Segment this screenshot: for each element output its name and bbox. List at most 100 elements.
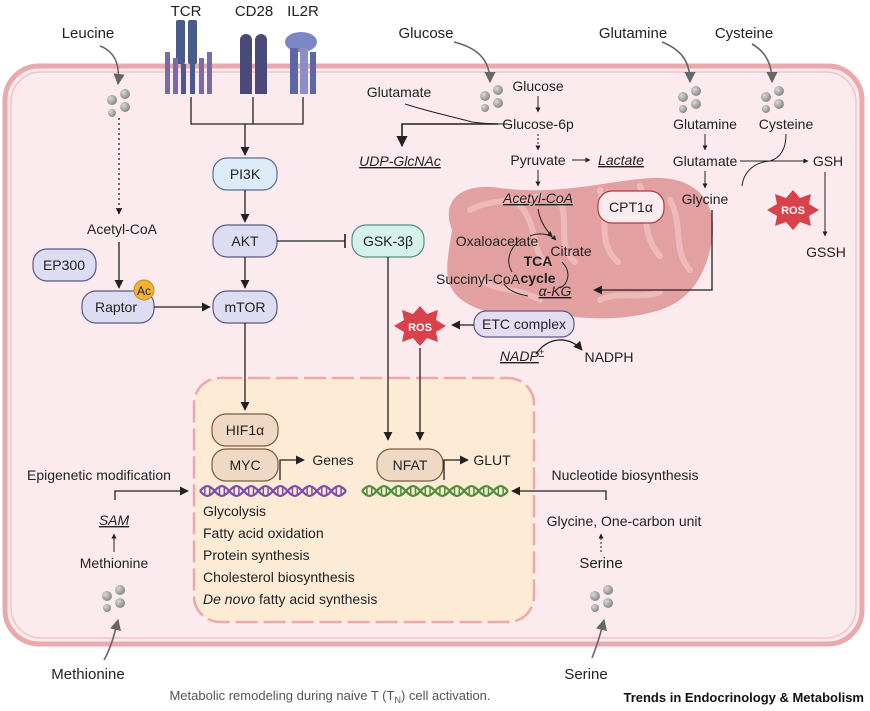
acetylcoa-left-label: Acetyl-CoA [87, 221, 158, 237]
nucleotide-label: Nucleotide biosynthesis [551, 467, 698, 483]
svg-text:mTOR: mTOR [225, 299, 266, 315]
serine-input-label: Serine [564, 666, 607, 683]
arrow-nucleotide-dna [511, 486, 607, 500]
methionine-molecules-icon [102, 585, 125, 612]
svg-text:GSK-3β: GSK-3β [363, 233, 413, 249]
akt-node: AKT [212, 224, 278, 258]
tcr-receptor-icon [165, 20, 212, 94]
process-item: Protein synthesis [203, 547, 310, 563]
ros-mito-icon: ROS [394, 306, 446, 346]
gssh-label: GSSH [806, 244, 846, 260]
arrow-myc-genes [279, 455, 305, 480]
dna-green-icon [361, 484, 509, 498]
svg-text:Raptor: Raptor [95, 299, 137, 315]
citrate-label: Citrate [550, 243, 591, 259]
acetylcoa-right-label: Acetyl-CoA [502, 190, 573, 206]
sam-label: SAM [99, 512, 130, 528]
glycine-to-gsh-line [741, 160, 771, 187]
leucine-label: Leucine [62, 25, 115, 42]
oxaloacetate-label: Oxaloacetate [456, 233, 539, 249]
il2r-label: IL2R [287, 3, 319, 20]
glutamine-molecules-icon [678, 86, 701, 113]
udp-glcnac-label: UDP-GlcNAc [359, 153, 441, 169]
hexosamine-branch-line [404, 103, 509, 125]
arrow-leucine-entry [99, 45, 125, 86]
svg-text:PI3K: PI3K [230, 166, 261, 182]
gsh-label: GSH [813, 153, 843, 169]
process-item: Fatty acid oxidation [203, 525, 324, 541]
glycine-label: Glycine [682, 191, 729, 207]
cysteine-inner-label: Cysteine [759, 116, 814, 132]
cd28-receptor-icon [240, 34, 267, 94]
arrow-cysteine-entry [751, 43, 778, 84]
glucose-input-label: Glucose [398, 25, 453, 42]
dna-strand [199, 484, 347, 498]
tca-label-1: TCA [524, 253, 553, 269]
ros-cytosol-icon: ROS [767, 190, 819, 230]
process-item: Cholesterol biosynthesis [203, 569, 355, 585]
arrow-glucose-entry [453, 41, 496, 84]
svg-text:EP300: EP300 [43, 257, 85, 273]
svg-text:HIF1α: HIF1α [226, 422, 264, 438]
acetyl-mark-icon: Ac [133, 279, 155, 301]
ep300-node: EP300 [32, 248, 97, 282]
tcr-label: TCR [171, 3, 202, 20]
myc-node: MYC [211, 448, 279, 482]
arrow-epigenetic-dna [114, 486, 189, 500]
glucose6p-label: Glucose-6p [502, 116, 574, 132]
gsk3b-node: GSK-3β [351, 224, 425, 258]
arrow-to-udp [396, 123, 498, 148]
cysteine-input-label: Cysteine [715, 25, 773, 42]
epigenetic-label: Epigenetic modification [27, 467, 171, 483]
svg-text:CPT1α: CPT1α [609, 199, 653, 215]
glucose-inner-label: Glucose [512, 78, 564, 94]
receptor-to-pi3k-connector [190, 97, 304, 125]
cd28-label: CD28 [235, 3, 273, 20]
arrow-acetylcoa-citrate [537, 208, 553, 237]
arrow-methionine-entry [103, 618, 121, 661]
nadp-label: NADP+ [500, 347, 544, 364]
arrow-serine-entry [591, 618, 607, 659]
pyruvate-label: Pyruvate [510, 152, 565, 168]
nfat-node: NFAT [376, 448, 444, 482]
arrow-nadp-nadph [535, 339, 583, 355]
nadph-label: NADPH [584, 349, 633, 365]
etc-complex-node: ETC complex [473, 310, 575, 338]
cysteine-to-gsh-line [769, 133, 787, 162]
svg-text:MYC: MYC [229, 457, 260, 473]
glut-label: GLUT [473, 452, 511, 468]
svg-text:AKT: AKT [231, 233, 259, 249]
tca-label-2: cycle [520, 270, 555, 286]
tca-cycle-arrows [503, 233, 569, 297]
dna-purple-icon [199, 484, 347, 498]
methionine-inner-label: Methionine [80, 555, 149, 571]
arrow-glutamine-entry [661, 41, 696, 84]
pi3k-node: PI3K [212, 157, 278, 191]
cpt1a-node: CPT1α [597, 190, 665, 224]
process-item-denovo: De novo fatty acid synthesis [203, 591, 377, 607]
leucine-molecules-icon [107, 89, 130, 117]
arrow-nfat-glut [443, 455, 469, 480]
figure-caption: Metabolic remodeling during naive T (TN)… [169, 688, 490, 705]
glutamate-right-label: Glutamate [673, 153, 738, 169]
mtor-node: mTOR [212, 290, 278, 324]
cysteine-molecules-icon [761, 86, 784, 113]
glutamine-inner-label: Glutamine [673, 116, 737, 132]
lactate-label: Lactate [598, 152, 644, 168]
svg-text:ROS: ROS [408, 322, 432, 334]
methionine-input-label: Methionine [51, 666, 124, 683]
succinylcoa-label: Succinyl-CoA [436, 271, 521, 287]
akg-label: α-KG [539, 283, 572, 299]
cell-membrane-inner [10, 71, 857, 639]
glutamate-top-label: Glutamate [367, 84, 432, 100]
il2r-receptor-icon [285, 32, 317, 94]
svg-text:ROS: ROS [781, 205, 805, 217]
raptor-node: Raptor [81, 290, 155, 324]
serine-molecules-icon [590, 585, 613, 612]
hif1a-node: HIF1α [211, 413, 279, 447]
process-item: Glycolysis [203, 503, 266, 519]
svg-text:Ac: Ac [137, 284, 151, 298]
nucleus-process-list: Glycolysis Fatty acid oxidation Protein … [203, 503, 377, 607]
svg-text:ETC complex: ETC complex [482, 316, 566, 332]
